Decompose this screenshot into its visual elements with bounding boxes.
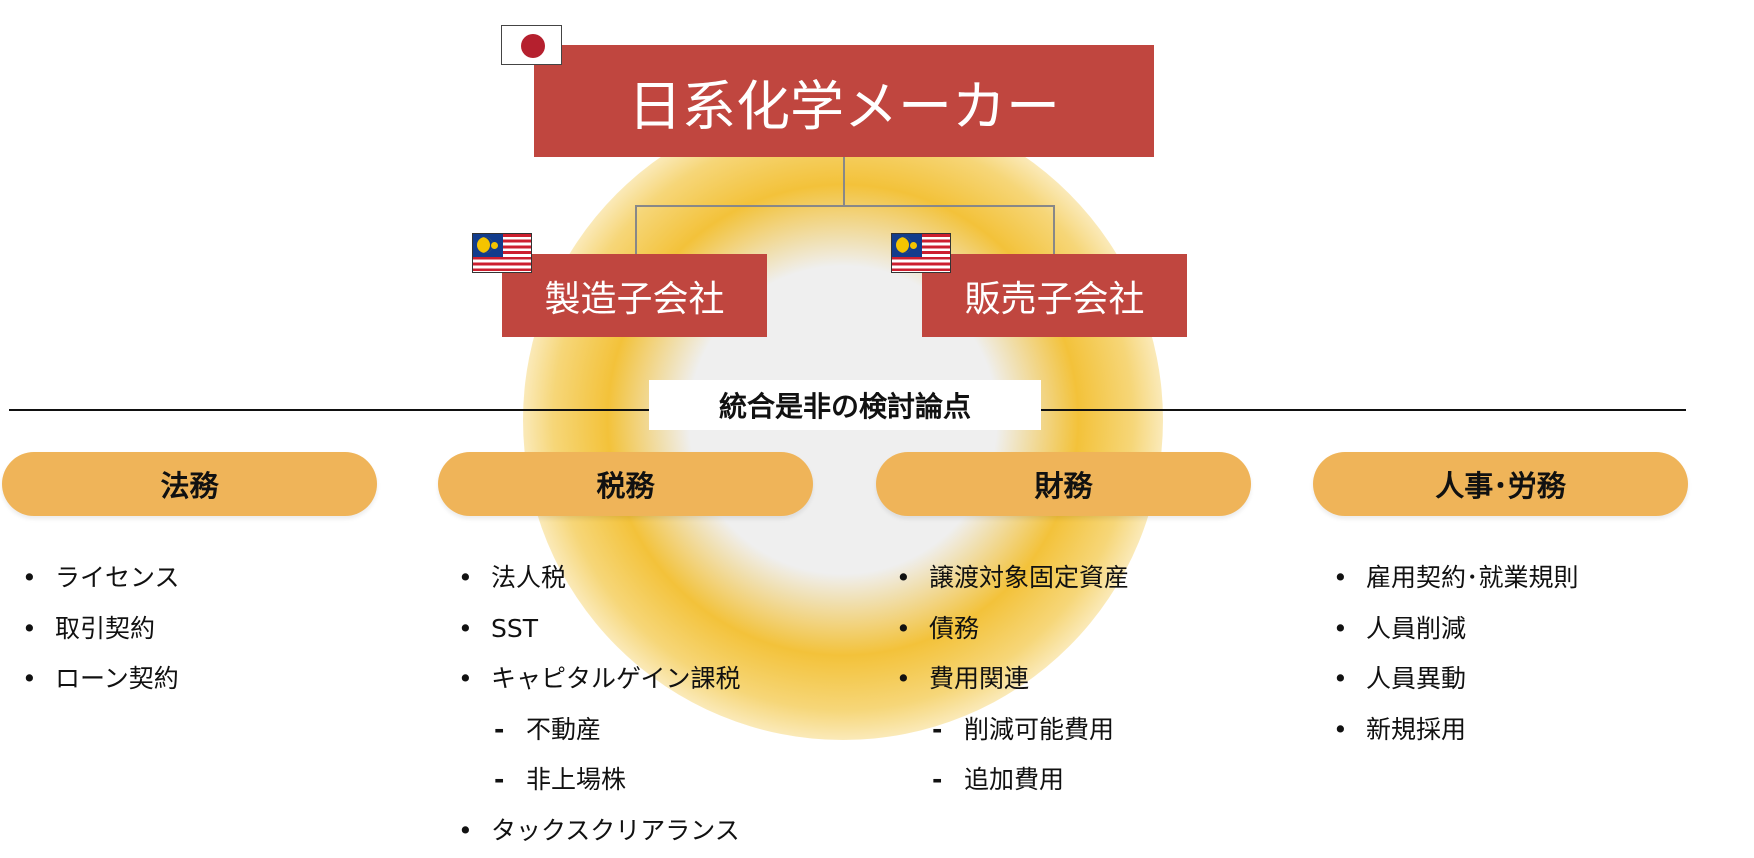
list-item: 新規採用 <box>1333 705 1733 756</box>
category-title: 人事･労務 <box>1435 469 1566 503</box>
connector-line <box>635 205 1055 207</box>
list-item: キャピタルゲイン課税 <box>458 654 858 705</box>
section-title-text: 統合是非の検討論点 <box>718 390 971 423</box>
malaysia-flag-icon <box>472 233 532 273</box>
category-header: 財務 <box>876 452 1251 516</box>
list-item: 人員異動 <box>1333 654 1733 705</box>
list-item: 雇用契約･就業規則 <box>1333 553 1733 604</box>
sub-list-item: 非上場株 <box>458 755 858 806</box>
category-title: 法務 <box>160 469 219 503</box>
category-header: 法務 <box>2 452 377 516</box>
subsidiary-label: 販売子会社 <box>964 278 1145 320</box>
category-item-list: 譲渡対象固定資産債務費用関連削減可能費用追加費用 <box>896 553 1296 806</box>
list-item: 人員削減 <box>1333 604 1733 655</box>
list-item: タックスクリアランス <box>458 806 858 857</box>
list-item: SST <box>458 604 858 655</box>
list-item: 法人税 <box>458 553 858 604</box>
subsidiary-label: 製造子会社 <box>544 278 725 320</box>
japan-flag-icon <box>501 25 562 65</box>
category-header: 人事･労務 <box>1313 452 1688 516</box>
malaysia-flag-icon <box>891 233 951 273</box>
parent-company-label: 日系化学メーカー <box>628 74 1060 138</box>
sub-list-item: 追加費用 <box>896 755 1296 806</box>
manufacturing-subsidiary-box: 製造子会社 <box>502 254 767 337</box>
category-header: 税務 <box>438 452 813 516</box>
category-title: 税務 <box>596 469 655 503</box>
connector-line <box>635 205 637 254</box>
section-title: 統合是非の検討論点 <box>649 380 1041 430</box>
list-item: 取引契約 <box>22 604 422 655</box>
list-item: 債務 <box>896 604 1296 655</box>
list-item: ライセンス <box>22 553 422 604</box>
sales-subsidiary-box: 販売子会社 <box>922 254 1187 337</box>
category-item-list: 雇用契約･就業規則人員削減人員異動新規採用 <box>1333 553 1733 755</box>
list-item: ローン契約 <box>22 654 422 705</box>
list-item: 費用関連 <box>896 654 1296 705</box>
list-item: 譲渡対象固定資産 <box>896 553 1296 604</box>
parent-company-box: 日系化学メーカー <box>534 45 1154 157</box>
category-title: 財務 <box>1034 469 1093 503</box>
category-item-list: ライセンス取引契約ローン契約 <box>22 553 422 705</box>
sub-list-item: 不動産 <box>458 705 858 756</box>
sub-list-item: 削減可能費用 <box>896 705 1296 756</box>
connector-line <box>843 157 845 206</box>
category-item-list: 法人税SSTキャピタルゲイン課税不動産非上場株タックスクリアランス <box>458 553 858 856</box>
connector-line <box>1053 205 1055 254</box>
